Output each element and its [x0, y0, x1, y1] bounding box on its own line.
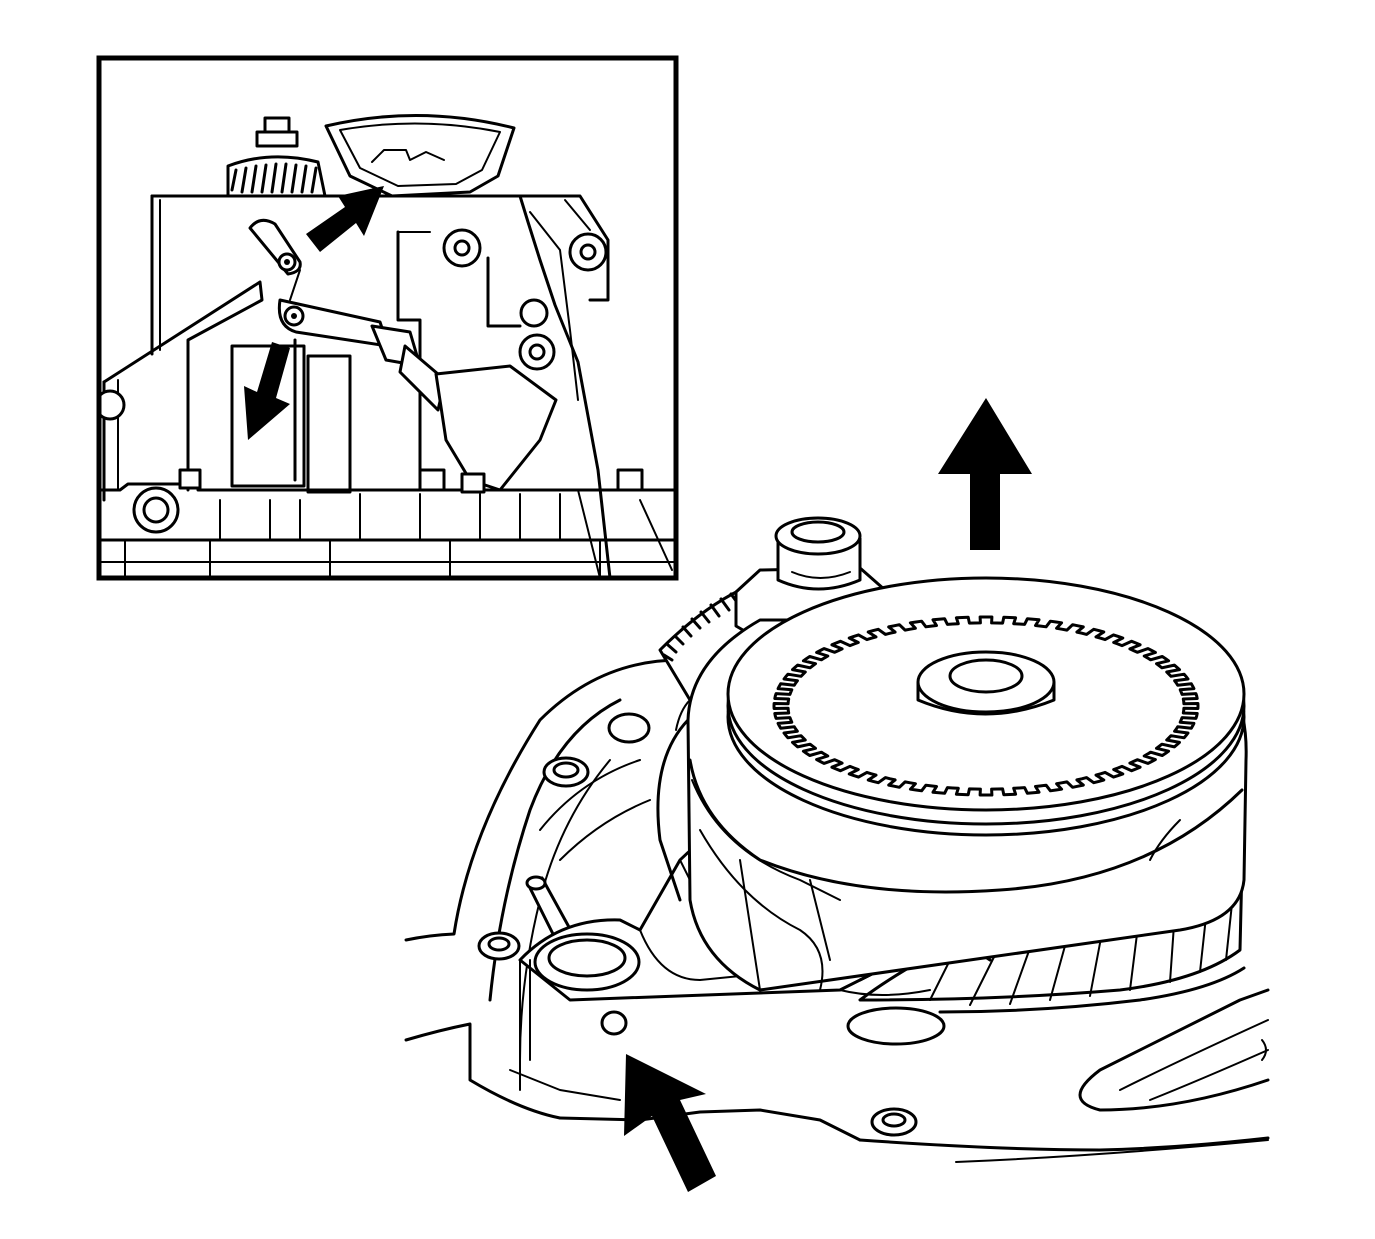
inset-arrow-down-left — [244, 342, 290, 440]
mount-boss — [519, 932, 641, 1091]
inset-detail-view — [96, 55, 679, 581]
inset-housing — [102, 194, 612, 578]
case-bolt-holes — [477, 712, 918, 1137]
inset-lower-housing — [99, 468, 676, 578]
lift-arrow-up — [938, 398, 1032, 550]
inset-shift-linkage — [248, 218, 558, 492]
inset-top-gear — [226, 116, 327, 198]
pointer-arrow-up-left — [624, 1054, 716, 1192]
main-assembly-view — [404, 398, 1270, 1192]
inset-arrow-up-right — [306, 186, 384, 252]
case-base-plate — [404, 648, 1270, 1163]
inset-frame — [96, 55, 679, 581]
hub-collar — [916, 650, 1056, 716]
inset-hood — [324, 114, 516, 198]
inset-bosses — [99, 228, 608, 421]
